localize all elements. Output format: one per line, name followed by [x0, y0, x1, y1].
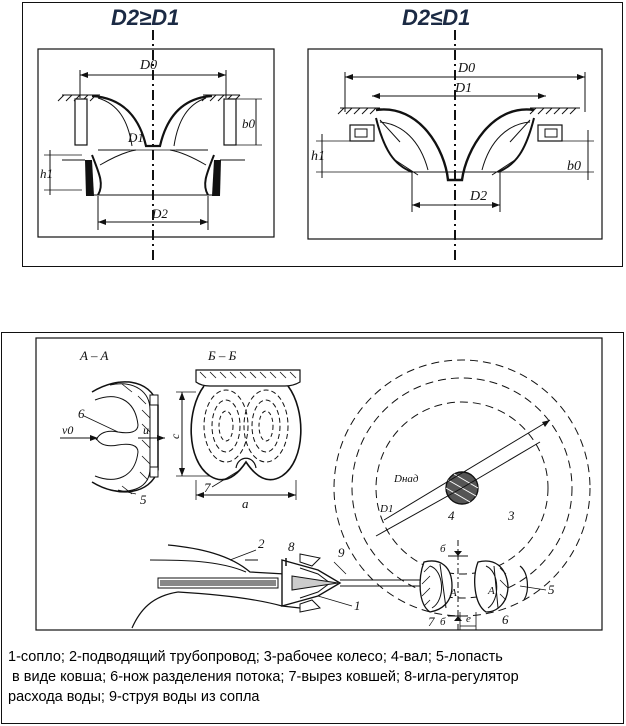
label-2: 2 — [258, 536, 265, 551]
right-runner-diagram: D0 D1 D2 b0 h1 — [307, 30, 603, 262]
legend-line-1: 1-сопло; 2-подводящий трубопровод; 3-раб… — [8, 649, 503, 665]
right-title: D2≤D1 — [402, 5, 471, 30]
label-7-bb: 7 — [204, 480, 211, 495]
left-d0-label: D0 — [139, 58, 157, 73]
right-d0-label: D0 — [457, 61, 475, 76]
label-4: 4 — [448, 508, 455, 523]
label-c: c — [168, 433, 182, 439]
label-3: 3 — [507, 508, 515, 523]
label-b-bottom: б — [440, 616, 446, 628]
label-6-aa: 6 — [78, 406, 85, 421]
left-runner-diagram: D0 D1 D2 b0 h1 — [37, 30, 275, 262]
section-bb-label: Б – Б — [207, 348, 237, 363]
right-h1-label: h1 — [311, 149, 325, 164]
label-u: u — [143, 423, 149, 437]
label-dnad: Dнад — [393, 473, 419, 485]
label-5-runner: 5 — [548, 582, 555, 597]
left-d1-label: D1 — [127, 130, 144, 145]
left-b0-label: b0 — [242, 116, 256, 131]
right-d2-label: D2 — [469, 189, 487, 204]
left-h1-label: h1 — [40, 166, 53, 181]
label-d1-runner: D1 — [379, 503, 393, 515]
label-b-top: б — [440, 543, 446, 555]
label-a2: A — [487, 585, 495, 597]
left-d2-label: D2 — [151, 206, 168, 221]
section-aa-label: A – A — [79, 348, 108, 363]
label-e: е — [466, 613, 471, 625]
label-8: 8 — [288, 539, 295, 554]
legend-line-3: расхода воды; 9-струя воды из сопла — [8, 689, 260, 705]
label-5-aa: 5 — [140, 492, 147, 507]
label-9: 9 — [338, 545, 345, 560]
left-title: D2≥D1 — [111, 5, 180, 30]
label-1: 1 — [354, 598, 361, 613]
legend-line-2: в виде ковша; 6-нож разделения потока; 7… — [8, 669, 519, 685]
label-7-runner: 7 — [428, 614, 435, 629]
right-d1-label: D1 — [454, 81, 472, 96]
label-a: a — [242, 496, 249, 511]
right-b0-label: b0 — [567, 159, 581, 174]
label-6-runner: 6 — [502, 612, 509, 627]
label-a1: A — [449, 587, 457, 599]
label-v0: v0 — [62, 423, 73, 437]
